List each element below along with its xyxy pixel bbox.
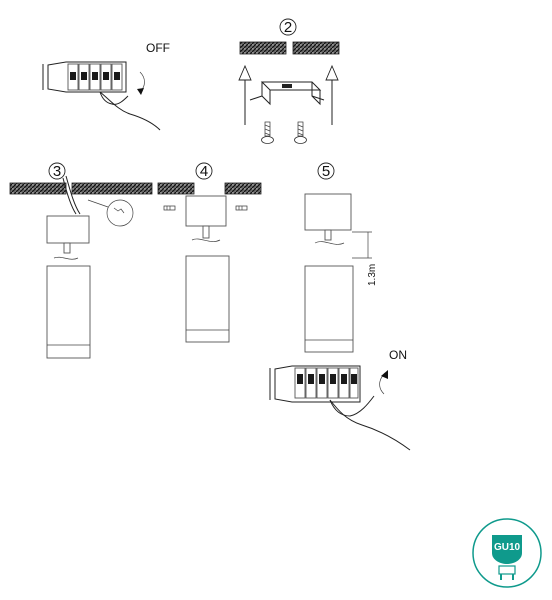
canopy xyxy=(185,195,227,227)
step3-wiring: 3 xyxy=(9,162,153,359)
step4-mount: 4 xyxy=(157,162,262,343)
canopy xyxy=(46,215,90,244)
screw-left xyxy=(261,121,274,144)
step2-circle xyxy=(279,18,297,36)
step4-number: 4 xyxy=(200,163,208,180)
gu10-badge: GU10 xyxy=(472,518,542,588)
bulb-icon xyxy=(492,535,522,564)
dimension-label: 1.3m xyxy=(367,264,378,286)
step5-circle xyxy=(317,162,335,180)
final-breaker-on: ON xyxy=(269,348,411,451)
step5-height: 5 1.3m xyxy=(304,162,378,353)
lamp-body xyxy=(185,255,230,343)
breaker-panel xyxy=(274,365,361,403)
step5-number: 5 xyxy=(322,163,330,180)
ceiling-right xyxy=(224,182,262,195)
screw-right xyxy=(235,205,248,211)
breaker-switches xyxy=(67,63,123,91)
hand-outline xyxy=(99,91,161,131)
ceiling-left xyxy=(157,182,195,195)
breaker-switches xyxy=(294,367,359,399)
hand-outline xyxy=(329,399,411,451)
lamp-body xyxy=(304,265,354,353)
supply-cable xyxy=(62,177,77,215)
step1-breaker-off: OFF xyxy=(42,41,170,131)
screw-left xyxy=(163,205,176,211)
badge-label: GU10 xyxy=(494,542,521,553)
zoom-detail xyxy=(106,199,134,227)
off-label: OFF xyxy=(146,41,170,55)
lamp-body xyxy=(46,265,91,359)
step4-circle xyxy=(195,162,213,180)
on-label: ON xyxy=(389,348,407,362)
breaker-panel xyxy=(47,61,127,93)
ceiling-left xyxy=(9,182,67,195)
ceiling-right xyxy=(71,182,153,195)
step3-circle xyxy=(48,162,66,180)
ceiling-right xyxy=(292,41,340,55)
step3-number: 3 xyxy=(53,163,61,180)
screw-right xyxy=(294,121,307,144)
ceiling-left xyxy=(239,41,287,55)
cable-loop xyxy=(53,256,79,260)
step2-bracket: 2 xyxy=(238,18,340,144)
step2-number: 2 xyxy=(284,19,292,36)
dimension-ticks xyxy=(352,231,372,259)
canopy xyxy=(304,193,352,231)
